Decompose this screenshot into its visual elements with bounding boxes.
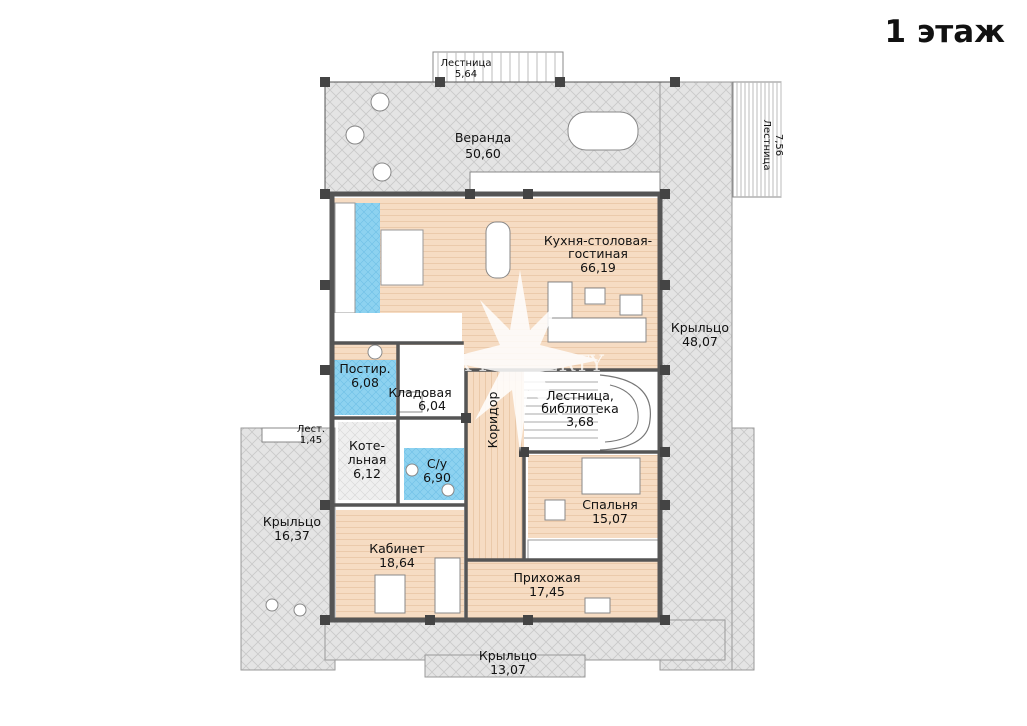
- area-study: 18,64: [379, 555, 415, 570]
- room-labels: Веранда 50,60 Кухня-столовая- гостиная 6…: [263, 58, 784, 677]
- label-veranda: Веранда: [455, 130, 511, 145]
- log-post: [320, 77, 330, 87]
- bed: [581, 457, 641, 495]
- log-posts: [320, 77, 680, 625]
- log-post: [660, 500, 670, 510]
- log-post: [523, 189, 533, 199]
- study-sofa: [434, 557, 461, 614]
- area-porch-east: 48,07: [682, 334, 718, 349]
- log-post: [320, 189, 330, 199]
- area-storage: 6,04: [418, 398, 446, 413]
- label-stair-east: Лестница: [761, 120, 772, 171]
- hallway-floor: [466, 560, 660, 618]
- patio-chair-1: [370, 92, 390, 112]
- south-porch-step: [424, 654, 586, 678]
- patio-table: [265, 598, 279, 612]
- area-laundry: 6,08: [351, 375, 379, 390]
- log-post: [670, 77, 680, 87]
- watermark-text: FIX-PROPERTY: [432, 352, 604, 377]
- log-post: [461, 413, 471, 423]
- area-porch-west: 16,37: [274, 528, 310, 543]
- log-post: [435, 77, 445, 87]
- boiler-floor: [338, 422, 398, 500]
- label-laundry: Постир.: [339, 361, 390, 376]
- label-porch-south: Крыльцо: [479, 648, 537, 663]
- desk-bedroom: [544, 499, 566, 521]
- label-stair-hall-1: Лестница,: [546, 388, 614, 403]
- label-porch-east: Крыльцо: [671, 320, 729, 335]
- log-post: [320, 615, 330, 625]
- log-post: [320, 280, 330, 290]
- label-stair-west: Лест.: [297, 424, 325, 435]
- dining-table: [485, 221, 511, 279]
- area-veranda: 50,60: [465, 146, 501, 161]
- area-bedroom: 15,07: [592, 511, 628, 526]
- walls: [322, 81, 676, 623]
- east-porch-floor: [659, 81, 733, 671]
- stair-west: [261, 427, 303, 443]
- stair-east: [732, 81, 782, 198]
- log-post: [660, 189, 670, 199]
- label-stair-hall-2: библиотека: [541, 401, 618, 416]
- label-corridor: Коридор: [485, 392, 500, 449]
- study-desk: [374, 574, 406, 614]
- laundry-floor: [334, 360, 396, 415]
- area-stair-hall: 3,68: [566, 414, 594, 429]
- patio-chair-3: [372, 162, 392, 182]
- bathroom-top: [404, 418, 464, 448]
- log-post: [320, 365, 330, 375]
- log-post: [660, 365, 670, 375]
- kitchen-island: [380, 229, 424, 286]
- washer: [367, 344, 383, 360]
- label-stair-north: Лестница: [441, 58, 492, 69]
- label-bedroom: Спальня: [582, 497, 638, 512]
- interior-staircase: [524, 374, 651, 451]
- label-bathroom: С/у: [427, 456, 448, 471]
- floor-title: 1 этаж: [884, 14, 1005, 50]
- kitchen-lower-white: [332, 313, 462, 343]
- label-boiler-2: льная: [348, 452, 387, 467]
- log-post: [465, 189, 475, 199]
- sink: [405, 463, 419, 477]
- area-bathroom: 6,90: [423, 470, 451, 485]
- log-post: [660, 280, 670, 290]
- area-boiler: 6,12: [353, 466, 381, 481]
- hallway-bench: [584, 597, 611, 614]
- log-post: [523, 615, 533, 625]
- kitchen-tile: [355, 203, 380, 313]
- area-porch-south: 13,07: [490, 662, 526, 677]
- patio-table-2: [293, 603, 307, 617]
- label-porch-west: Крыльцо: [263, 514, 321, 529]
- area-stair-west: 1,45: [300, 435, 322, 446]
- dining-table-veranda: [567, 111, 639, 151]
- west-porch-floor: [240, 427, 336, 671]
- label-kitchen-2: гостиная: [568, 246, 628, 261]
- armchair: [619, 294, 643, 316]
- label-study: Кабинет: [369, 541, 425, 556]
- label-hallway: Прихожая: [514, 570, 581, 585]
- furniture: [265, 92, 661, 617]
- log-post: [660, 447, 670, 457]
- area-kitchen: 66,19: [580, 260, 616, 275]
- label-storage: Кладовая: [388, 385, 451, 400]
- label-boiler-1: Коте-: [349, 438, 385, 453]
- log-post: [320, 500, 330, 510]
- area-stair-east: 7,56: [773, 134, 784, 156]
- log-post: [425, 615, 435, 625]
- toilet: [441, 483, 455, 497]
- watermark: FIX-PROPERTY: [432, 270, 604, 452]
- log-post: [660, 615, 670, 625]
- wardrobe: [527, 539, 661, 561]
- east-porch-wing: [731, 427, 755, 671]
- kitchen-counter: [334, 202, 356, 314]
- label-kitchen-1: Кухня-столовая-: [544, 233, 652, 248]
- area-hallway: 17,45: [529, 584, 565, 599]
- log-post: [519, 447, 529, 457]
- area-stair-north: 5,64: [455, 69, 477, 80]
- log-post: [555, 77, 565, 87]
- patio-chair-2: [345, 125, 365, 145]
- coffee-table: [584, 287, 606, 305]
- sofa: [547, 317, 647, 343]
